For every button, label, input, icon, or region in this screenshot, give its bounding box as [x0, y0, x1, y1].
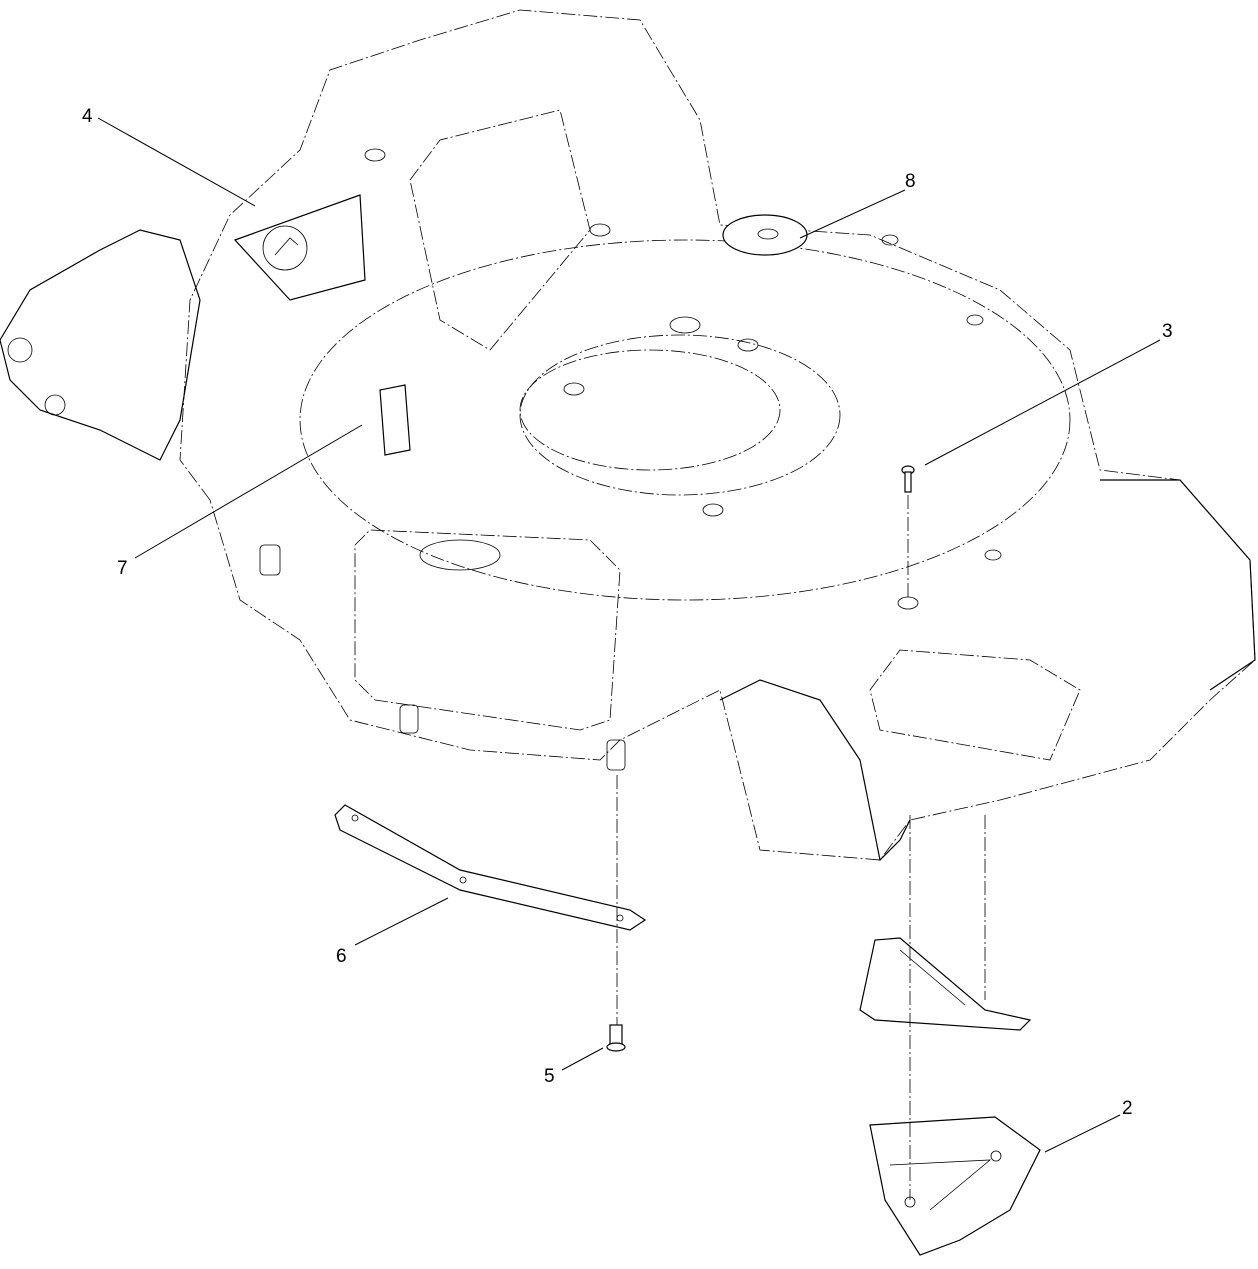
- callout-7: 7: [117, 558, 128, 579]
- callout-5: 5: [544, 1066, 555, 1087]
- mulch-plug: [722, 214, 808, 256]
- warning-decal: [233, 194, 366, 301]
- callout-6: 6: [336, 946, 347, 967]
- mower-deck-housing: [0, 9, 1256, 862]
- screw: [901, 465, 915, 600]
- callout-4: 4: [82, 106, 93, 127]
- side-baffle: [859, 815, 1032, 1031]
- callout-3: 3: [1162, 321, 1173, 342]
- bolt: [606, 775, 626, 1052]
- callout-2: 2: [1122, 1098, 1133, 1119]
- discharge-baffle: [869, 815, 1041, 1256]
- callout-leaders: [97, 117, 1161, 1153]
- callout-8: 8: [905, 171, 916, 192]
- label-decal: [379, 384, 411, 456]
- baffle-strip: [334, 804, 647, 931]
